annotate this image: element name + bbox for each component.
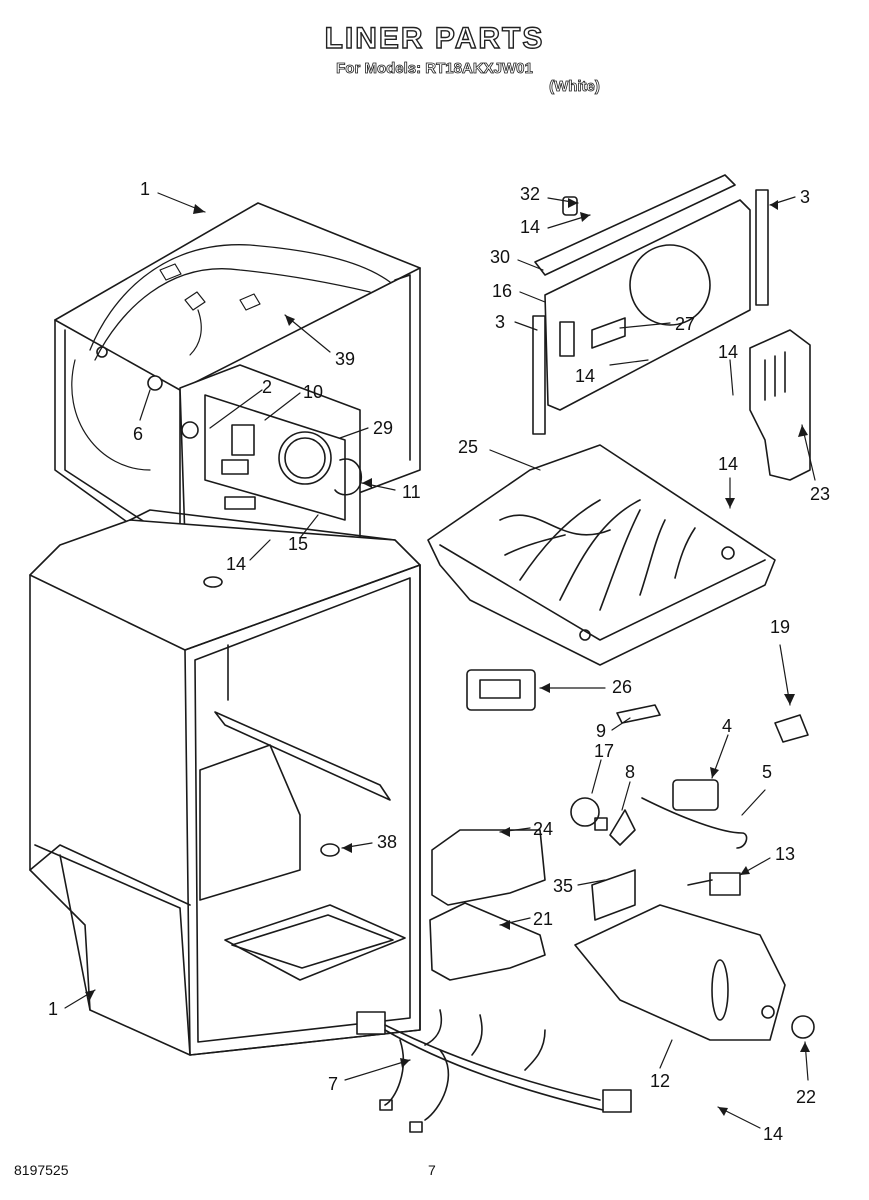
callout-label: 14 xyxy=(575,366,595,386)
callout-label: 22 xyxy=(796,1087,816,1107)
color-line: (White) xyxy=(549,78,601,96)
callout-label: 38 xyxy=(377,832,397,852)
callout-label: 19 xyxy=(770,617,790,637)
callout-label: 35 xyxy=(553,876,573,896)
callout-label: 2 xyxy=(262,377,272,397)
callout-label: 26 xyxy=(612,677,632,697)
callout-label: 7 xyxy=(328,1074,338,1094)
page-number: 7 xyxy=(428,1162,436,1178)
rear-panel xyxy=(532,174,769,435)
model-line: For Models: RT18AKXJW01 xyxy=(336,60,534,78)
callout-label: 10 xyxy=(303,382,323,402)
callout-label: 1 xyxy=(48,999,58,1019)
callout-label: 29 xyxy=(373,418,393,438)
callout-label: 27 xyxy=(675,314,695,334)
callout-label: 1 xyxy=(140,179,150,199)
callout-label: 12 xyxy=(650,1071,670,1091)
callout-label: 14 xyxy=(718,454,738,474)
callout-label: 16 xyxy=(492,281,512,301)
callout-label: 13 xyxy=(775,844,795,864)
callout-label: 25 xyxy=(458,437,478,457)
callout-labels: 1 32 14 30 16 3 27 14 3 14 23 39 6 2 10 … xyxy=(48,179,830,1144)
arrowheads xyxy=(85,198,810,1116)
fresh-food-liner xyxy=(29,509,421,1056)
callout-label: 8 xyxy=(625,762,635,782)
callout-label: 17 xyxy=(594,741,614,761)
callout-label: 11 xyxy=(402,482,421,502)
callout-label: 30 xyxy=(490,247,510,267)
callout-label: 5 xyxy=(762,762,772,782)
crisper-cover xyxy=(427,444,776,666)
callout-label: 3 xyxy=(800,187,810,207)
callout-label: 14 xyxy=(520,217,540,237)
small-parts xyxy=(356,669,815,1133)
callout-label: 14 xyxy=(718,342,738,362)
callout-label: 14 xyxy=(763,1124,783,1144)
callout-label: 23 xyxy=(810,484,830,504)
document-number: 8197525 xyxy=(14,1162,69,1178)
callout-label: 6 xyxy=(133,424,143,444)
page-title: LINER PARTS xyxy=(324,21,545,55)
callout-label: 4 xyxy=(722,716,732,736)
air-duct xyxy=(749,329,811,481)
callout-label: 24 xyxy=(533,819,553,839)
callout-label: 15 xyxy=(288,534,308,554)
callout-label: 21 xyxy=(533,909,553,929)
callout-label: 14 xyxy=(226,554,246,574)
freezer-liner xyxy=(54,202,421,561)
callout-label: 32 xyxy=(520,184,540,204)
callout-label: 9 xyxy=(596,721,606,741)
callout-label: 3 xyxy=(495,312,505,332)
callout-label: 39 xyxy=(335,349,355,369)
